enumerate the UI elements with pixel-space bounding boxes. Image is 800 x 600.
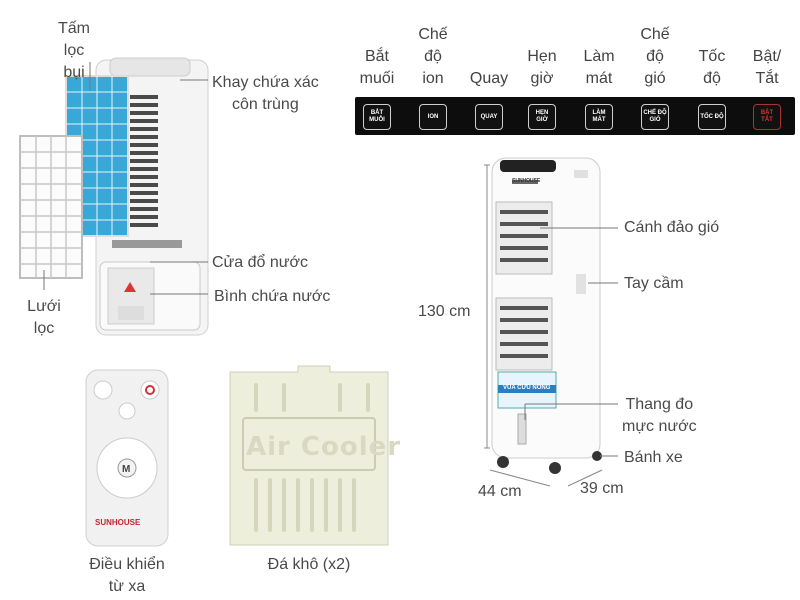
panel-label-7: Tốc độ	[698, 48, 726, 87]
cooler-brand-text: SUNHOUSE	[512, 178, 541, 184]
left-pointers	[43, 62, 208, 295]
panel-label-1: Bắt muối	[359, 48, 395, 87]
panel-button-3[interactable]: QUAY	[475, 104, 503, 130]
panel-button-6[interactable]: CHẾ ĐỘ GIÓ	[641, 104, 669, 130]
panel-button-1[interactable]: BẮT MUỖI	[363, 104, 391, 130]
label-wheel: Bánh xe	[624, 449, 683, 466]
panel-label-2: Chế độ ion	[418, 26, 448, 87]
right-pointers	[524, 227, 618, 457]
label-remote: Điều khiển từ xa	[89, 556, 165, 595]
label-ice-pack: Đá khô (x2)	[267, 556, 351, 573]
cooler-assembled	[491, 157, 602, 474]
label-depth: 39 cm	[580, 480, 624, 497]
label-louver: Cánh đảo gió	[624, 219, 720, 236]
remote-brand-text: SUNHOUSE	[95, 518, 141, 527]
label-insect-tray: Khay chứa xác côn trùng	[212, 74, 319, 113]
panel-label-5: Làm mát	[583, 48, 615, 87]
control-panel: BẮT MUỖI ION QUAY HẸN GIỜ LÀM MÁT CHẾ ĐỘ GIÓ T…	[355, 97, 795, 135]
remote-control: M	[85, 369, 169, 547]
ice-pack	[229, 365, 389, 546]
label-height: 130 cm	[418, 303, 471, 320]
label-water-tank: Bình chứa nước	[214, 288, 331, 305]
label-water-gauge: Thang đo mực nước	[622, 396, 697, 435]
panel-label-3: Quay	[469, 70, 509, 87]
panel-button-4[interactable]: HẸN GIỜ	[528, 104, 556, 130]
label-width: 44 cm	[478, 483, 522, 500]
panel-button-5[interactable]: LÀM MÁT	[585, 104, 613, 130]
panel-label-4: Hẹn giờ	[527, 48, 557, 87]
panel-label-8: Bật/ Tắt	[752, 48, 782, 87]
panel-button-7[interactable]: TỐC ĐỘ	[698, 104, 726, 130]
ice-pack-text: Air Cooler	[246, 432, 402, 462]
product-sticker-text: VUA CỨU NÓNG	[503, 385, 551, 391]
panel-button-8[interactable]: BẬT TẮT	[753, 104, 781, 130]
panel-label-6: Chế độ gió	[640, 26, 670, 87]
label-mesh-filter: Lưới lọc	[27, 298, 61, 337]
svg-text:M: M	[122, 464, 130, 475]
dimension-lines	[484, 164, 603, 487]
label-dust-filter: Tấm lọc bụi	[58, 20, 90, 81]
label-water-door: Cửa đổ nước	[212, 254, 308, 271]
mesh-filter-panel	[19, 135, 83, 279]
label-handle: Tay cầm	[624, 275, 684, 292]
panel-button-2[interactable]: ION	[419, 104, 447, 130]
